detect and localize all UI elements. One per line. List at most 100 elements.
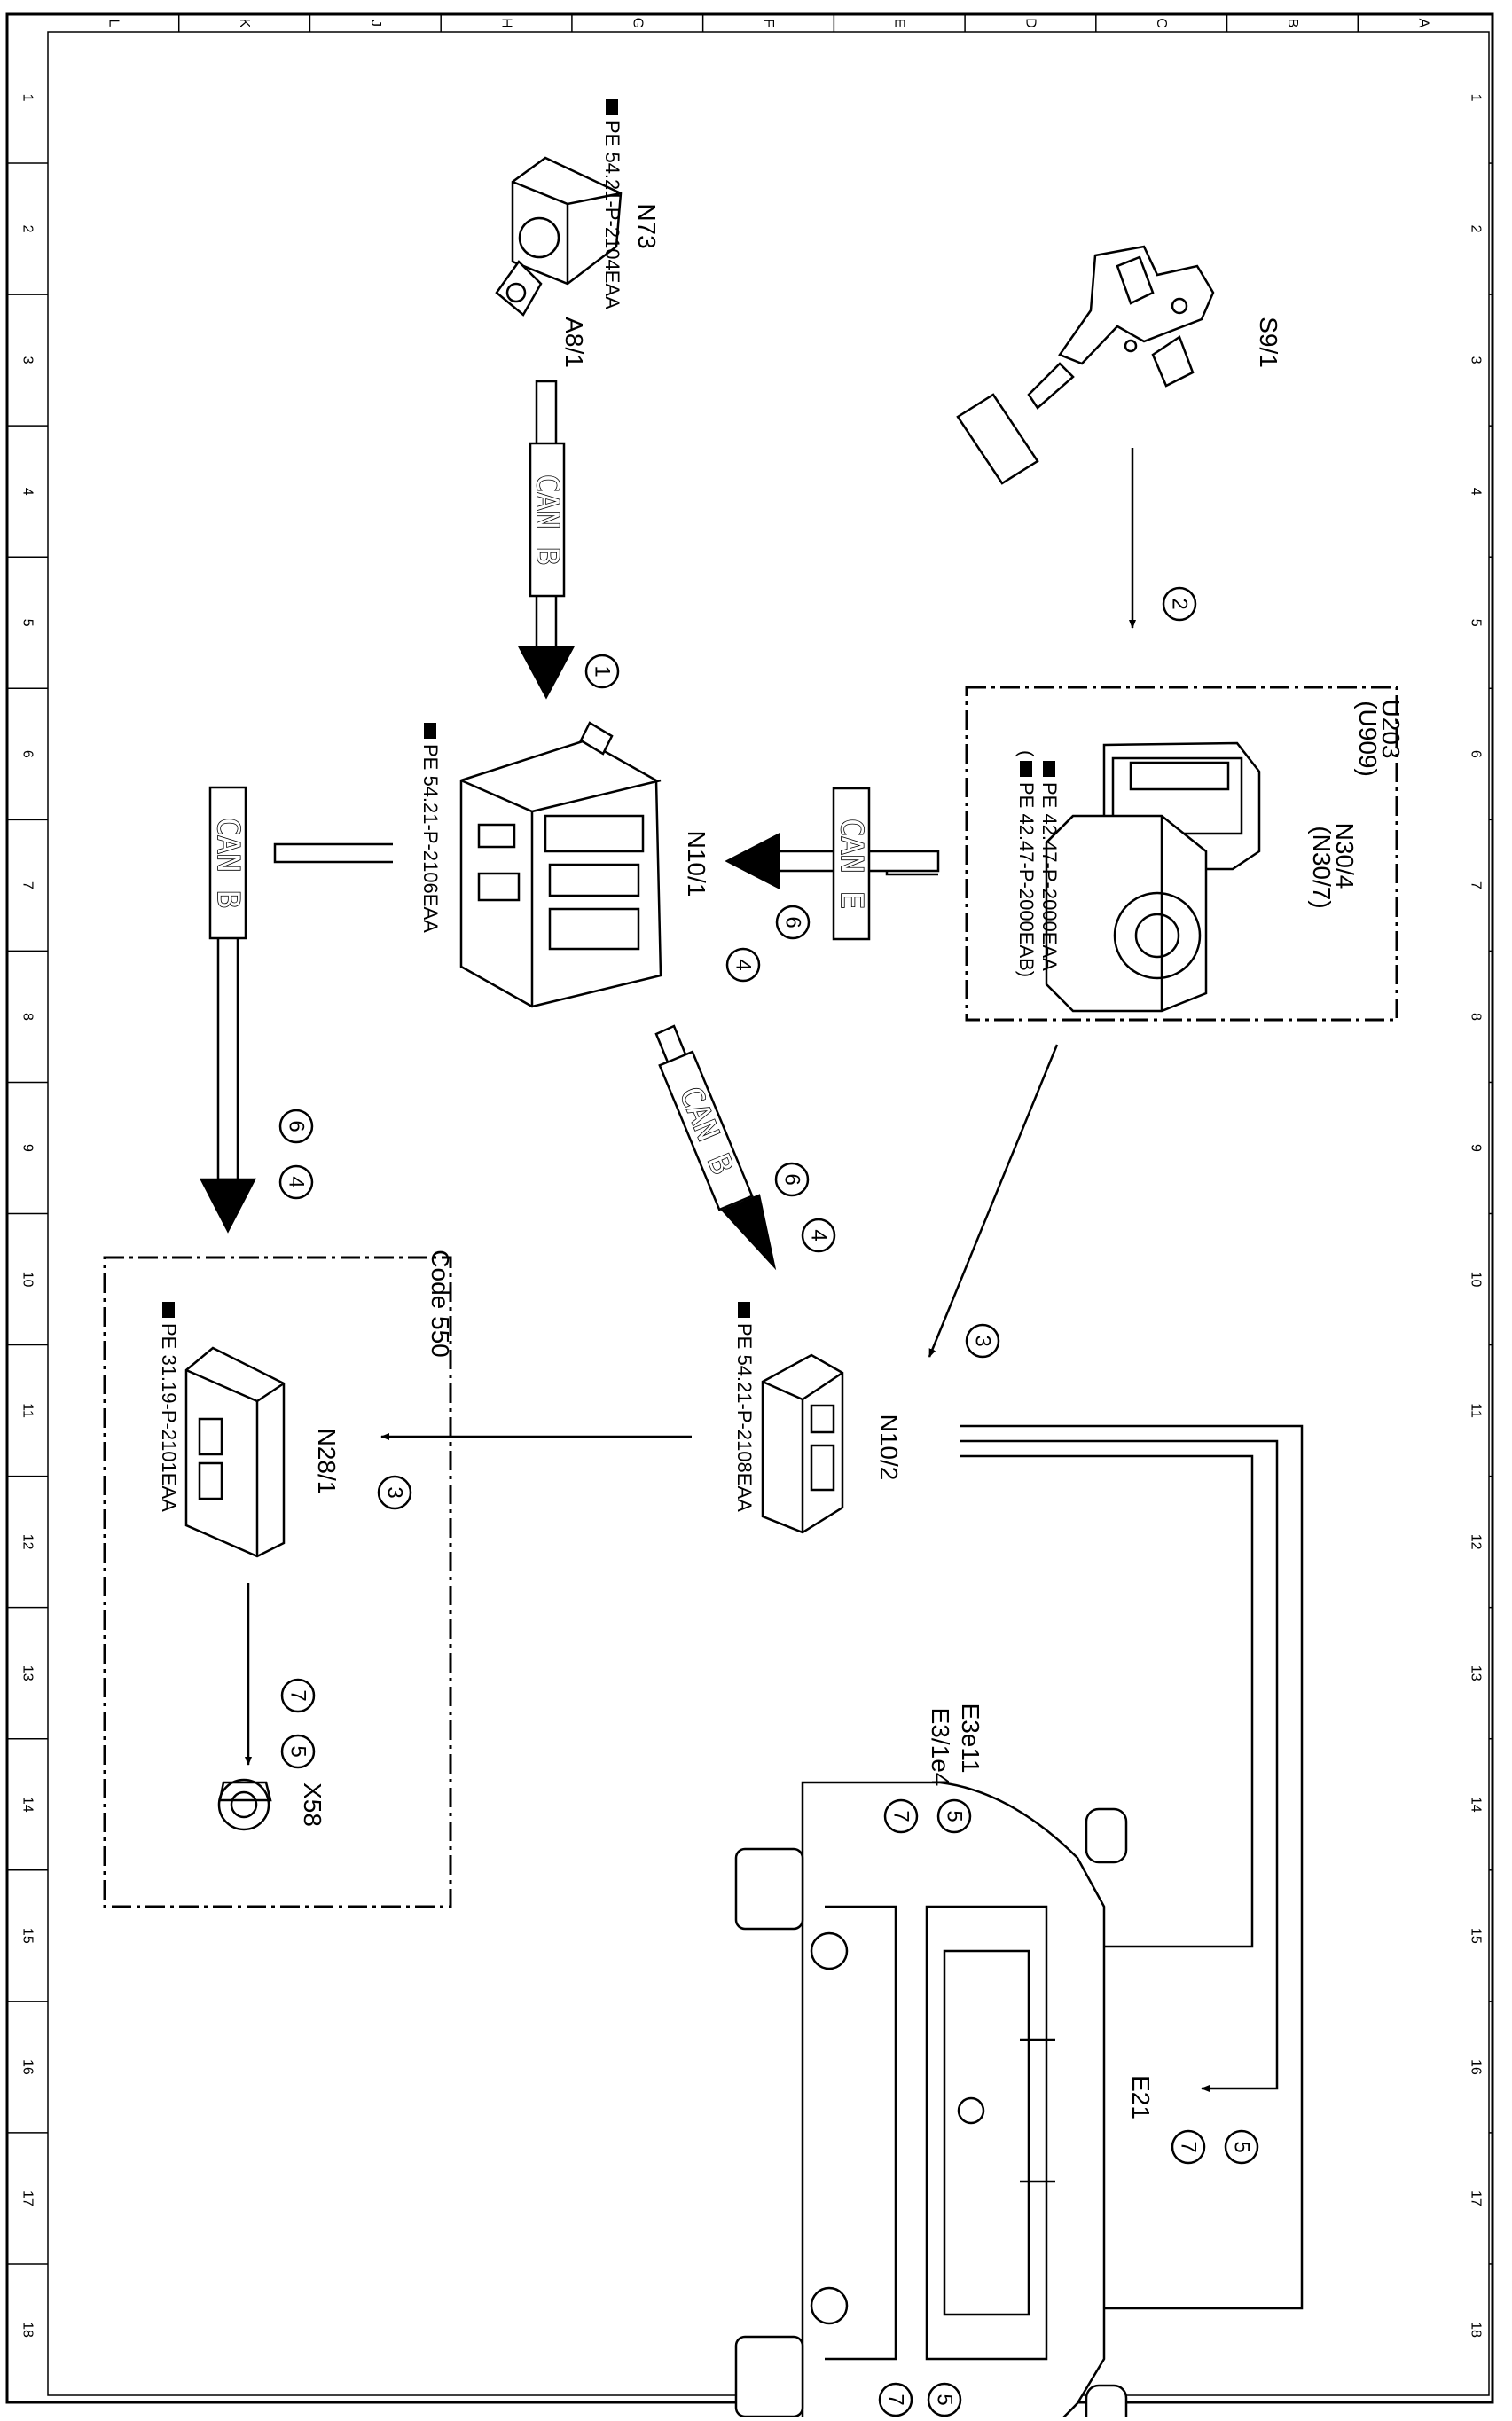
label-n10-2: N10/2 [875,1414,903,1481]
marker-3: 3 [377,1475,412,1510]
marker-7: 7 [878,2382,913,2417]
marker-7: 7 [883,1798,919,1834]
ref-n10-2: PE 54.21-P-2108EAA [733,1323,756,1512]
row-label: 10 [20,1272,35,1288]
row-label: 5 [1469,619,1484,627]
label-n30-7: (N30/7) [1308,826,1336,908]
row-label: 11 [20,1403,35,1418]
label-n10-1: N10/1 [683,831,710,897]
svg-text:2: 2 [1168,598,1192,609]
can-b-label-left: CAN B [208,786,247,940]
row-label: 3 [1469,356,1484,364]
label-n73: N73 [633,203,661,248]
ignition-switch-illustration [495,156,623,317]
row-label: 4 [1469,488,1484,496]
label-e3-1e4: E3/1e4 [927,1708,954,1787]
row-label: 12 [20,1534,35,1550]
row-label: 7 [1469,881,1484,889]
column-label: B [1285,19,1300,28]
label-e21: E21 [1127,2075,1155,2119]
svg-text:5: 5 [1230,2141,1254,2152]
svg-text:CAN B: CAN B [210,818,246,908]
row-label: 14 [1469,1797,1484,1813]
marker-5: 5 [280,1734,316,1769]
svg-text:6: 6 [781,916,805,928]
front-sam-illustration [459,721,662,1008]
marker-4: 4 [801,1218,836,1253]
row-label: 16 [1469,2059,1484,2075]
row-label: 15 [1469,1928,1484,1944]
row-label: 12 [1469,1534,1484,1550]
ref-n30-a: PE 42.47-P-2000EAA [1038,782,1061,971]
column-label: G [630,18,645,28]
marker-6: 6 [775,905,811,940]
row-label: 9 [1469,1144,1484,1152]
column-label: K [237,19,252,28]
svg-text:CAN B: CAN B [529,474,565,565]
row-label: 2 [20,225,35,233]
marker-6: 6 [278,1109,314,1144]
column-label: E [892,19,907,28]
function-markers: 1 2 3 6 4 6 4 6 4 3 7 5 5 7 5 7 5 7 [278,586,1259,2417]
marker-5: 5 [936,1798,972,1834]
column-label: D [1022,18,1038,28]
row-label: 18 [20,2322,35,2338]
row-label: 8 [20,1013,35,1021]
row-label: 14 [20,1797,35,1813]
svg-text:4: 4 [732,959,756,970]
svg-text:CAN E: CAN E [834,819,869,909]
code550-boundary [103,1256,452,1908]
row-label: 17 [20,2190,35,2206]
marker-2: 2 [1162,586,1197,622]
svg-text:5: 5 [943,1810,967,1822]
row-label: 17 [1469,2190,1484,2206]
label-e3e11: E3e11 [957,1704,984,1774]
row-label: 11 [1469,1403,1484,1418]
row-label: 4 [20,488,35,496]
row-label: 6 [1469,750,1484,758]
row-label: 3 [20,356,35,364]
svg-text:7: 7 [1177,2141,1201,2152]
row-label: 2 [1469,225,1484,233]
label-u203: U203 [1377,700,1405,759]
row-label: 8 [1469,1013,1484,1021]
marker-3: 3 [965,1323,1000,1359]
row-label: 1 [1469,94,1484,102]
row-label: 13 [20,1665,35,1681]
svg-text:3: 3 [383,1486,407,1498]
reference-labels: PE 54.21-P-2104EAA PE 42.47-P-2000EAA ( … [158,99,1061,1512]
svg-text:4: 4 [807,1229,831,1241]
brake-light-switch-illustration [956,245,1215,485]
label-u909: (U909) [1354,701,1382,777]
label-n30-4: N30/4 [1331,823,1359,889]
wiring-lines [245,448,1304,2312]
row-label: 7 [20,881,35,889]
marker-7: 7 [280,1678,316,1713]
svg-text:(: ( [1015,750,1038,757]
row-label: 18 [1469,2322,1484,2338]
column-label: F [761,19,776,27]
svg-text:6: 6 [285,1120,309,1132]
can-e-label: CAN E [832,787,871,941]
component-labels: S9/1 N73 A8/1 U203 (U909) N30/4 (N30/7) … [299,203,1405,2119]
row-label: 1 [20,94,35,102]
row-label: 6 [20,750,35,758]
column-label: H [499,18,514,28]
row-label: 10 [1469,1272,1484,1288]
vehicle-front-illustration [734,1781,1128,2421]
ref-n73: PE 54.21-P-2104EAA [601,121,623,309]
column-label: J [368,20,383,27]
trailer-socket-illustration [217,1778,272,1831]
svg-text:6: 6 [780,1173,804,1185]
ref-n30-b: PE 42.47-P-2000EAB) [1015,782,1038,977]
ref-n10-1: PE 54.21-P-2106EAA [419,744,442,933]
column-label: C [1154,18,1169,28]
svg-text:1: 1 [591,665,615,677]
can-b-label-diagonal: CAN B [658,1050,754,1211]
marker-5: 5 [927,2382,962,2417]
label-x58: X58 [299,1782,326,1827]
